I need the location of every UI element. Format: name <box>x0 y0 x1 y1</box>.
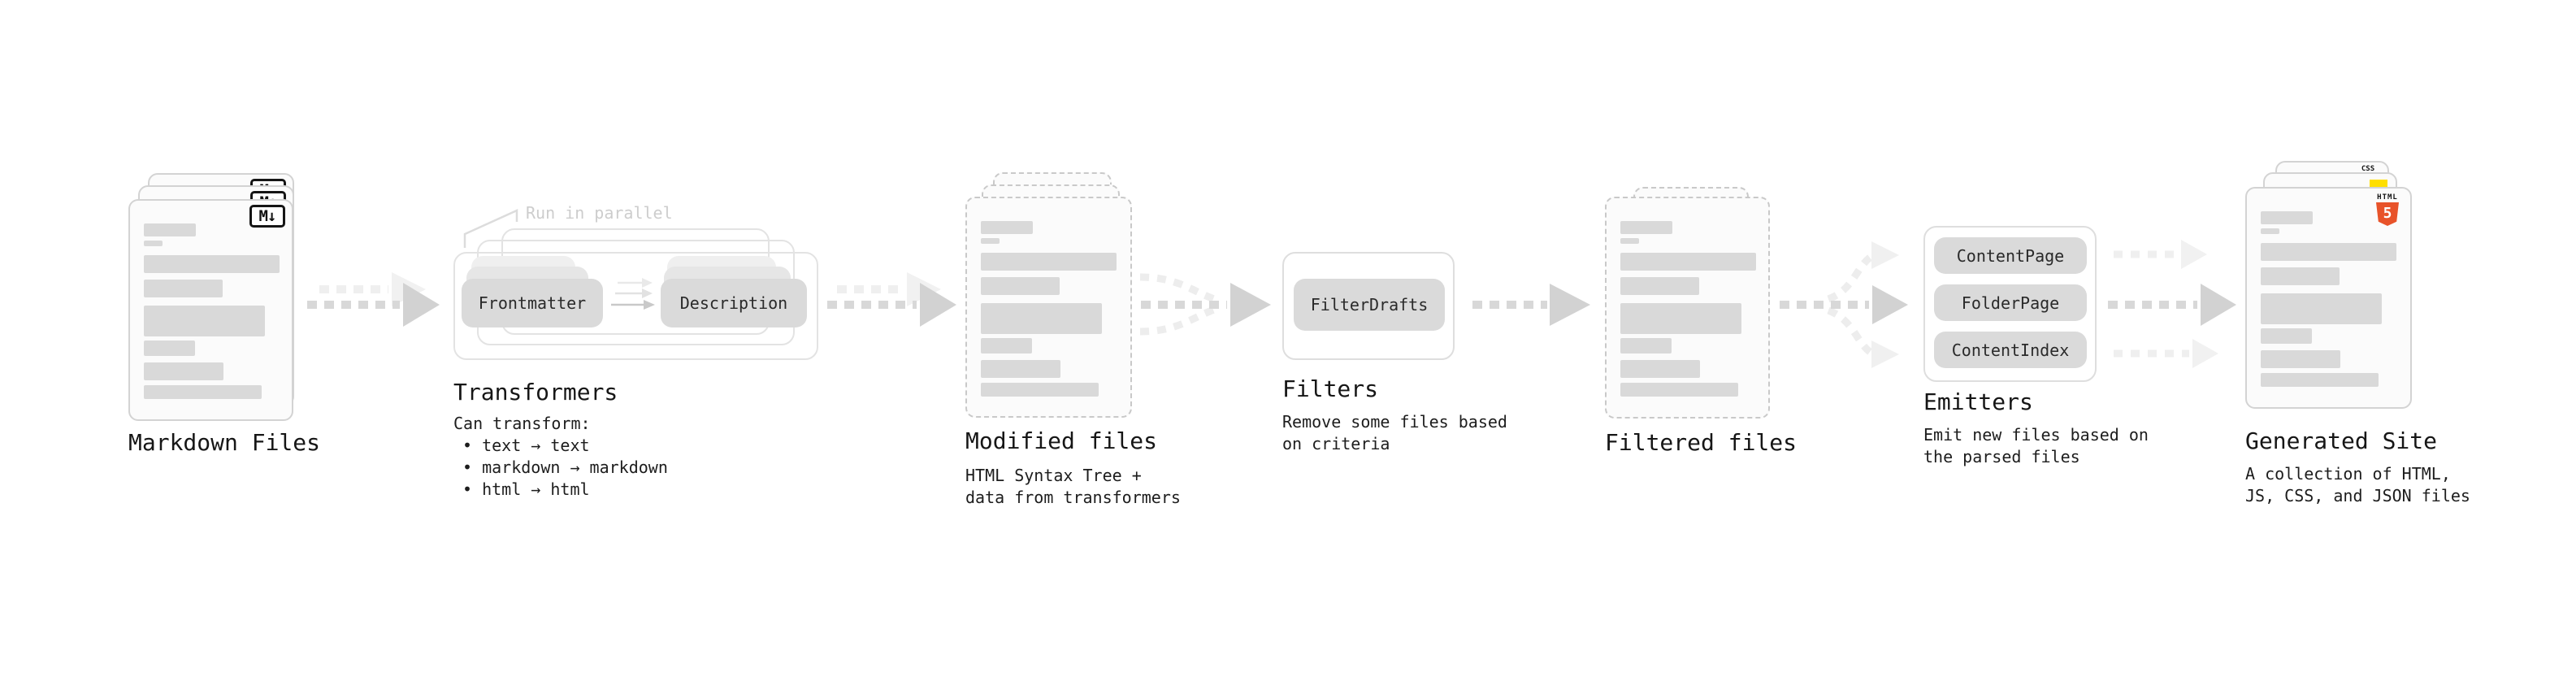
markdown-icon: M↓ <box>249 205 285 228</box>
file-card-front <box>965 197 1132 418</box>
text-line-placeholder <box>1620 338 1672 354</box>
stage-description: HTML Syntax Tree + data from transformer… <box>965 466 1181 507</box>
filter-drafts: FilterDrafts <box>1294 279 1445 331</box>
text-line-placeholder <box>144 223 196 236</box>
text-line-placeholder <box>144 255 280 273</box>
text-line-placeholder <box>2261 211 2313 224</box>
text-line-placeholder <box>1620 238 1639 244</box>
text-line-placeholder <box>2261 267 2340 285</box>
text-line-placeholder <box>1620 221 1672 234</box>
text-line-placeholder <box>1620 303 1741 334</box>
file-card-front: HTML 5 <box>2245 187 2412 409</box>
file-card-front: M↓ <box>128 199 293 421</box>
text-line-placeholder <box>144 241 163 246</box>
text-line-placeholder <box>981 253 1117 271</box>
text-line-placeholder <box>981 383 1099 397</box>
text-line-placeholder <box>144 280 223 297</box>
file-content-placeholder <box>144 223 280 399</box>
content-page-emitter: ContentPage <box>1934 237 2087 274</box>
stage-description: Can transform: • text → text • markdown … <box>453 414 668 499</box>
content-index-emitter: ContentIndex <box>1934 332 2087 368</box>
text-line-placeholder <box>981 277 1060 295</box>
text-line-placeholder <box>144 385 262 399</box>
text-line-placeholder <box>144 362 223 380</box>
text-line-placeholder <box>2261 293 2382 324</box>
text-line-placeholder <box>2261 243 2396 261</box>
run-in-parallel-note: Run in parallel <box>526 203 673 223</box>
flow-arrow-filtered-to-emitters <box>1780 241 1908 368</box>
stage-title: Markdown Files <box>128 429 321 456</box>
text-line-placeholder <box>981 303 1102 334</box>
stage-title: Generated Site <box>2245 427 2438 454</box>
file-card-front <box>1605 197 1770 419</box>
text-line-placeholder <box>2261 373 2379 387</box>
stage-description: A collection of HTML, JS, CSS, and JSON … <box>2245 464 2470 505</box>
text-line-placeholder <box>981 360 1060 378</box>
flow-arrow-transformers-to-modified <box>827 272 956 327</box>
text-line-placeholder <box>144 306 265 336</box>
transformer-frame-front <box>453 252 818 360</box>
file-content-placeholder <box>2261 211 2396 387</box>
stage-description: Emit new files based on the parsed files <box>1923 425 2149 466</box>
text-line-placeholder <box>981 238 1000 244</box>
stage-title: Modified files <box>965 427 1158 454</box>
text-line-placeholder <box>2261 328 2312 344</box>
flow-arrow-modified-to-filters <box>1139 273 1271 336</box>
text-line-placeholder <box>1620 383 1738 397</box>
text-line-placeholder <box>981 221 1033 234</box>
text-line-placeholder <box>981 338 1032 354</box>
stage-description: Remove some files based on criteria <box>1282 412 1507 453</box>
folder-page-emitter: FolderPage <box>1934 284 2087 321</box>
file-content-placeholder <box>1620 221 1756 397</box>
stage-title: Filters <box>1282 375 1379 402</box>
text-line-placeholder <box>1620 253 1756 271</box>
text-line-placeholder <box>144 340 195 356</box>
text-line-placeholder <box>2261 350 2340 368</box>
stage-title: Filtered files <box>1605 429 1798 456</box>
description-transformer: Description <box>661 279 807 327</box>
stage-title: Emitters <box>1923 388 2033 415</box>
flow-arrow-markdown-to-transformers <box>307 272 440 327</box>
stage-title: Transformers <box>453 379 618 406</box>
flow-arrow-filters-to-filtered <box>1472 284 1590 326</box>
text-line-placeholder <box>1620 277 1699 295</box>
flow-arrow-emitters-to-site <box>2108 240 2236 368</box>
frontmatter-transformer: Frontmatter <box>462 279 603 327</box>
text-line-placeholder <box>1620 360 1700 378</box>
file-content-placeholder <box>981 221 1117 397</box>
html5-icon: HTML 5 <box>2374 193 2400 226</box>
text-line-placeholder <box>2261 228 2279 234</box>
